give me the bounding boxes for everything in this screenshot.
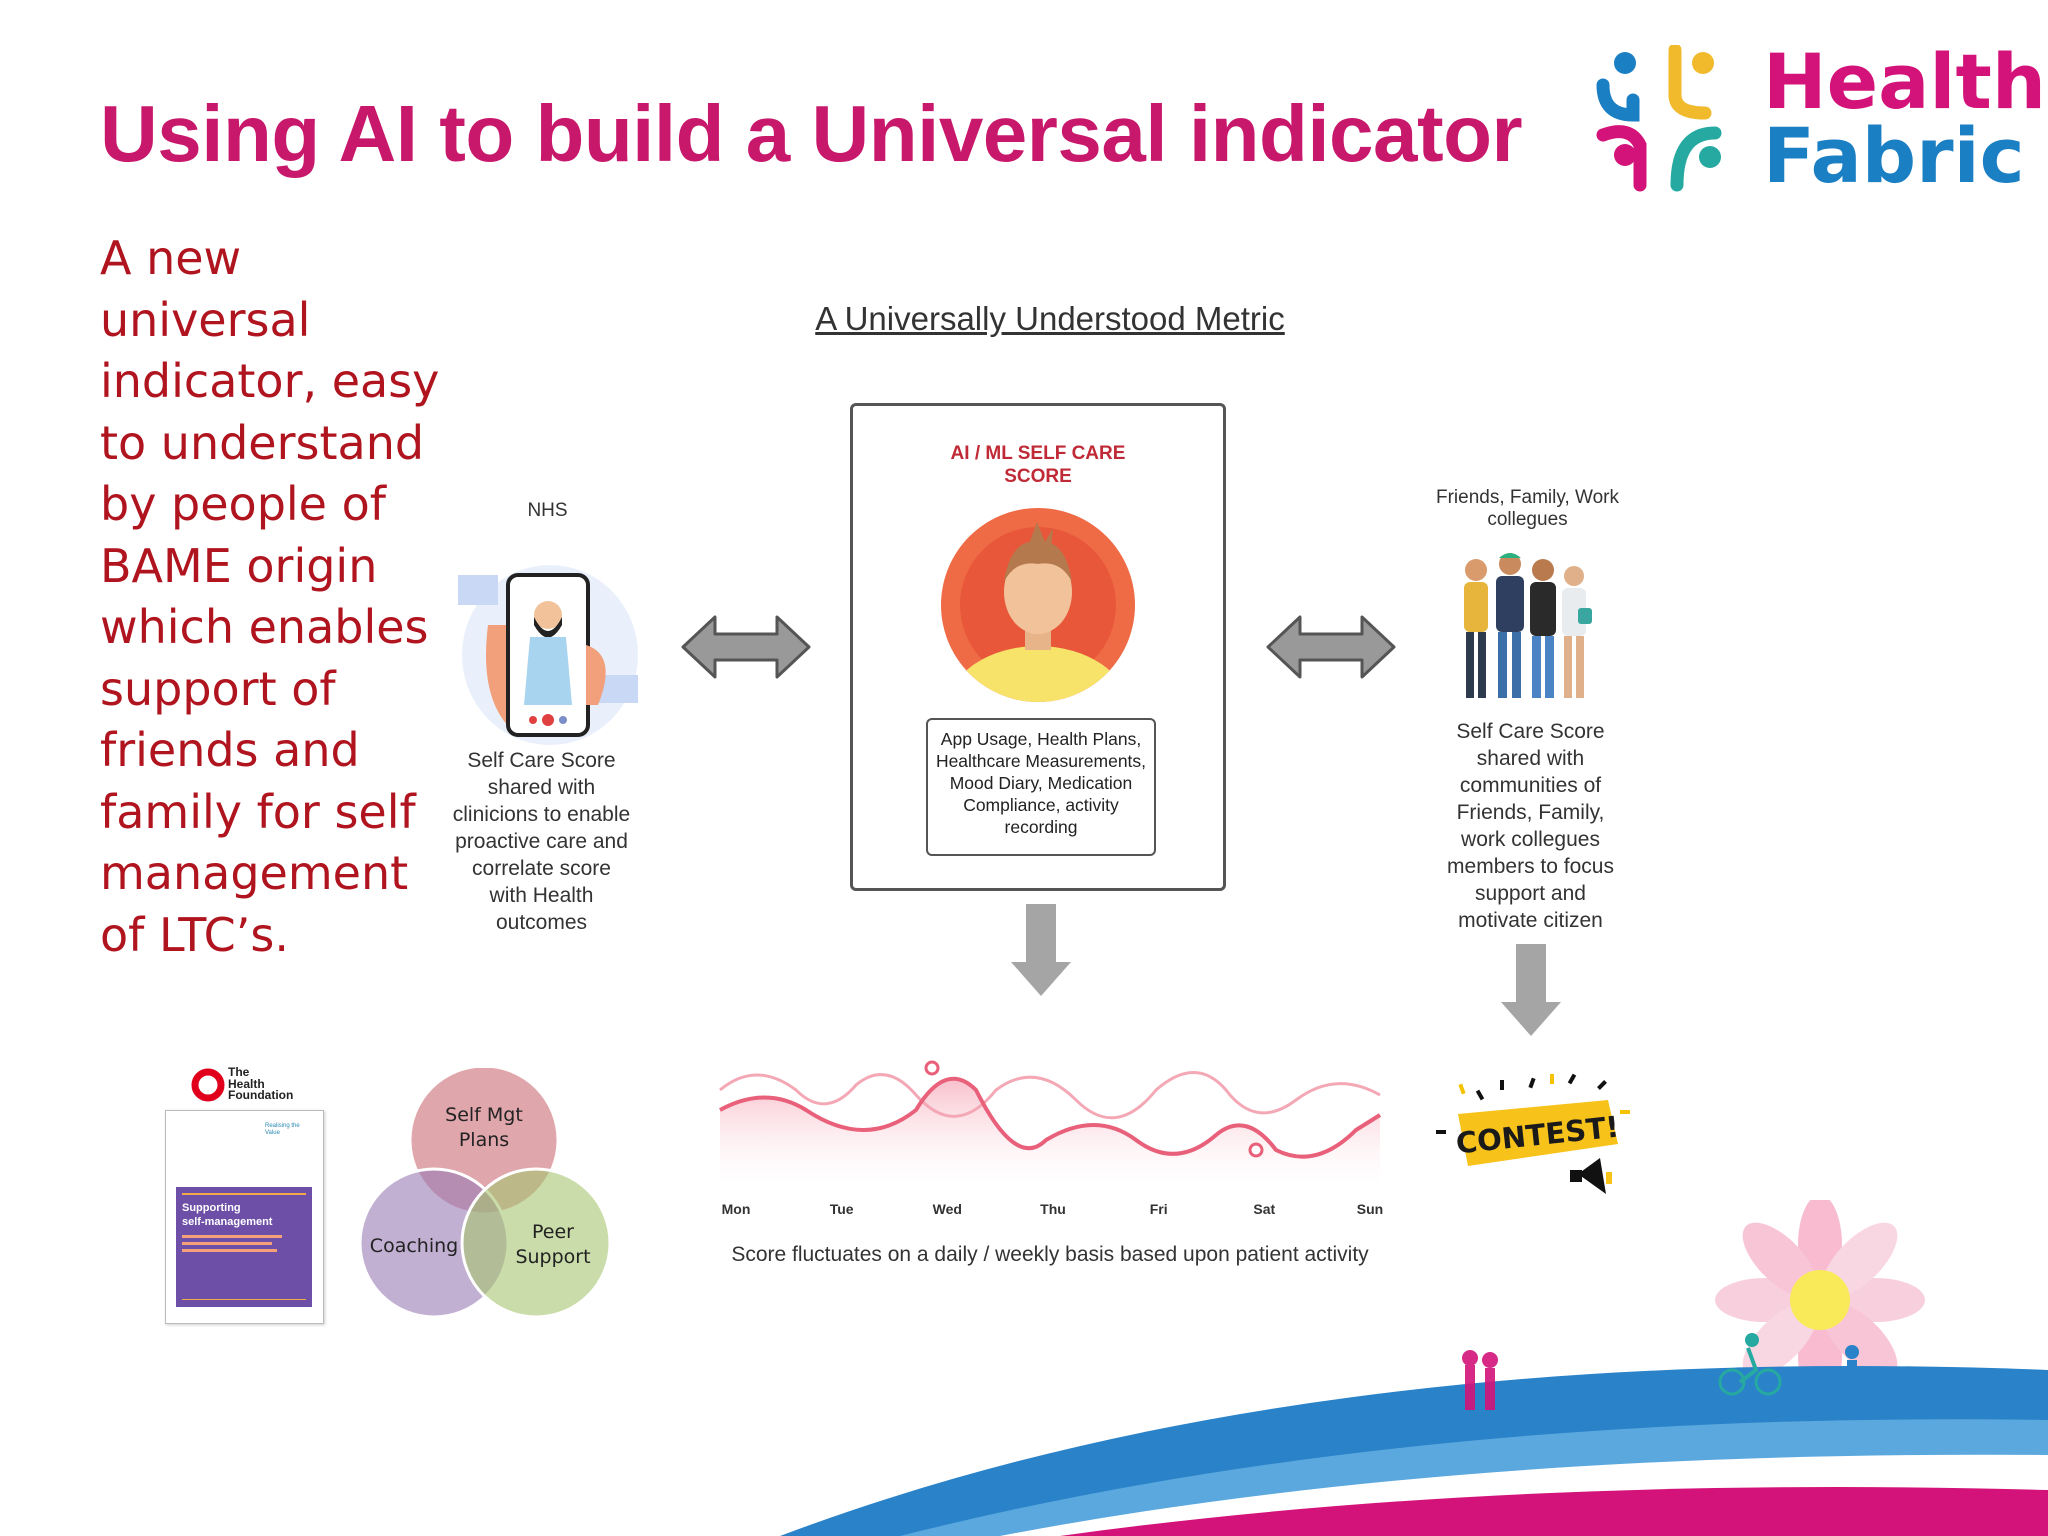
hf-logo-line: The <box>228 1065 250 1079</box>
self-care-score-box: AI / ML SELF CARE SCORE App Usage, Healt… <box>850 403 1226 891</box>
nhs-description: Self Care Score shared with clinicions t… <box>438 747 645 936</box>
friends-text-line: communities of <box>1459 774 1602 797</box>
report-publisher: Realising the Value <box>265 1123 300 1136</box>
chart-tick-label: Mon <box>722 1201 751 1217</box>
friends-text-line: members to focus <box>1447 855 1614 878</box>
friends-text-line: Self Care Score <box>1456 720 1605 743</box>
nhs-text-line: outcomes <box>495 911 588 934</box>
health-fabric-logo: Health Fabric <box>1595 43 2046 195</box>
center-heading: AI / ML SELF CARE SCORE <box>853 442 1223 488</box>
venn-right-label-line2: Support <box>515 1246 590 1268</box>
score-inputs-box: App Usage, Health Plans, Healthcare Meas… <box>926 718 1156 856</box>
page-title: Using AI to build a Universal indicator <box>100 89 1523 178</box>
venn-left-label: Coaching <box>370 1235 458 1257</box>
friends-text-line: shared with <box>1476 747 1585 770</box>
venn-top-label-line2: Plans <box>459 1129 509 1151</box>
flower-decoration <box>1715 1200 1925 1405</box>
report-title-line: Supporting <box>182 1202 241 1214</box>
chart-tick-label: Tue <box>830 1201 854 1217</box>
diagram-title: A Universally Understood Metric <box>815 300 1285 337</box>
hf-logo-line: Health <box>228 1076 265 1091</box>
health-foundation-ring-icon <box>191 1068 225 1102</box>
chart-tick-label: Wed <box>933 1201 962 1217</box>
doctor-video-call-icon <box>458 565 638 745</box>
people-silhouettes <box>1462 1350 1498 1410</box>
chart-primary-line <box>719 1076 1382 1159</box>
chart-tick-label: Fri <box>1150 1201 1168 1217</box>
score-input-line: Mood Diary, Medication <box>949 773 1133 793</box>
health-foundation-logo: The Health Foundation <box>190 1065 340 1105</box>
report-title-line: self-management <box>182 1216 273 1228</box>
contest-megaphone-icon: CONTEST! <box>1436 1073 1630 1194</box>
person-avatar-icon <box>941 508 1135 702</box>
chart-area-fill <box>720 1078 1380 1185</box>
down-arrow-right-icon <box>1501 944 1561 1036</box>
intro-text: A new universal indicator, easy to under… <box>100 231 440 962</box>
self-management-venn-diagram: Self Mgt Plans Coaching Peer Support <box>358 1068 612 1318</box>
chart-marker-wed <box>924 1060 940 1076</box>
friends-family-description: Self Care Score shared with communities … <box>1428 718 1633 934</box>
nhs-text-line: Self Care Score <box>467 749 616 772</box>
chart-x-axis: Mon Tue Wed Thu Fri Sat Sun <box>722 1201 1384 1217</box>
group-of-people-icon <box>1464 553 1592 698</box>
score-input-line: Compliance, activity <box>963 795 1119 815</box>
cyclist-silhouette <box>1718 1333 1859 1396</box>
friends-family-label: Friends, Family, Work collegues <box>1420 487 1635 531</box>
report-cover-panel: Supporting self-management <box>176 1187 312 1307</box>
chart-tick-label: Thu <box>1040 1201 1066 1217</box>
venn-right-label-line1: Peer <box>532 1221 574 1243</box>
logo-text-fabric: Fabric <box>1763 111 2025 200</box>
chart-tick-label: Sat <box>1253 1201 1275 1217</box>
logo-mark-icon <box>1596 43 1722 192</box>
chart-marker-sat <box>1248 1142 1264 1158</box>
friends-text-line: support and <box>1475 882 1586 905</box>
double-arrow-left-icon <box>681 615 811 679</box>
double-arrow-right-icon <box>1266 615 1396 679</box>
logo-text-health: Health <box>1763 37 2046 126</box>
nhs-text-line: shared with <box>487 776 596 799</box>
chart-tick-label: Sun <box>1357 1201 1383 1217</box>
score-input-line: Healthcare Measurements, <box>935 751 1147 771</box>
nhs-label: NHS <box>527 500 568 521</box>
nhs-text-line: with Health <box>489 884 594 907</box>
chart-secondary-line <box>719 1071 1381 1120</box>
nhs-text-line: correlate score <box>472 857 611 880</box>
friends-text-line: motivate citizen <box>1458 909 1603 932</box>
nhs-text-line: proactive care and <box>455 830 628 853</box>
score-fluctuation-chart: Mon Tue Wed Thu Fri Sat Sun <box>719 1060 1384 1217</box>
friends-family-label-line: collegues <box>1487 509 1568 530</box>
center-heading-line: AI / ML SELF CARE <box>950 443 1126 464</box>
friends-text-line: Friends, Family, <box>1456 801 1605 824</box>
friends-family-label-line: Friends, Family, Work <box>1436 487 1619 508</box>
venn-top-label-line1: Self Mgt <box>445 1104 523 1126</box>
center-heading-line: SCORE <box>1004 466 1072 487</box>
score-input-line: recording <box>1004 817 1078 837</box>
down-arrow-center-icon <box>1011 904 1071 996</box>
nhs-text-line: clinicions to enable <box>452 803 631 826</box>
footer-wave-decoration <box>780 1200 2048 1536</box>
score-input-line: App Usage, Health Plans, <box>940 729 1142 749</box>
chart-caption: Score fluctuates on a daily / weekly bas… <box>731 1243 1369 1266</box>
friends-text-line: work collegues <box>1461 828 1600 851</box>
report-cover: Realising the Value Supporting self-mana… <box>165 1110 324 1324</box>
hf-logo-line: Foundation <box>228 1088 294 1102</box>
